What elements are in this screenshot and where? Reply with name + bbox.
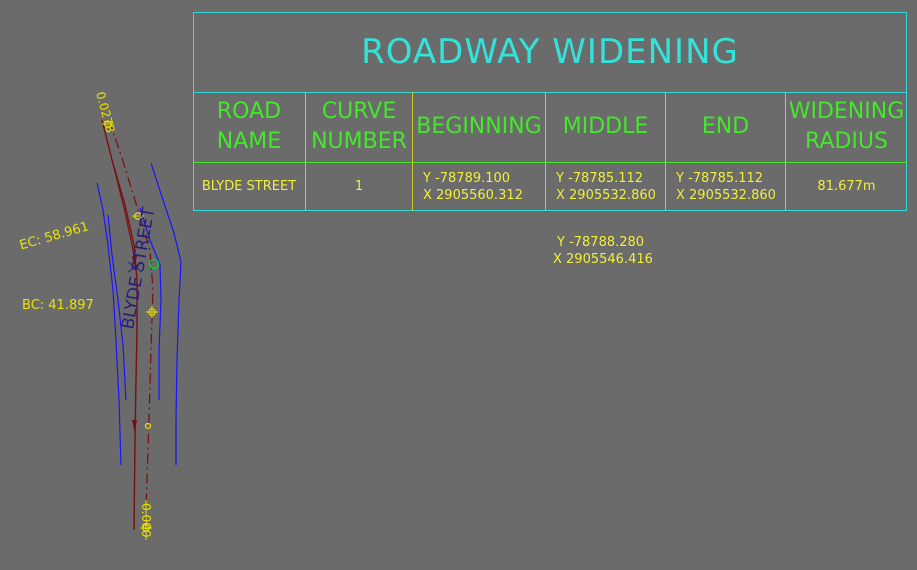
floating-x: X 2905546.416 <box>553 252 653 267</box>
bc-label: BC: 41.897 <box>22 298 94 313</box>
cell-middle: Y -78785.112 X 2905532.860 <box>546 162 665 211</box>
road-edge-left-inner <box>107 214 127 401</box>
header-beginning: BEGINNING <box>416 114 542 139</box>
floating-y: Y -78788.280 <box>557 235 645 250</box>
middle-y: Y -78785.112 <box>556 170 644 186</box>
header-road-name: ROAD NAME <box>216 99 282 154</box>
road-edge-right <box>150 162 182 465</box>
roadway-widening-table: ROADWAY WIDENING ROAD NAME CURVE NUMBER … <box>193 12 907 211</box>
beginning-y: Y -78789.100 <box>423 170 511 186</box>
cell-end: Y -78785.112 X 2905532.860 <box>666 162 785 211</box>
road-edge-left <box>96 182 122 466</box>
end-x: X 2905532.860 <box>676 187 776 203</box>
cell-beginning: Y -78789.100 X 2905560.312 <box>413 162 545 211</box>
header-middle: MIDDLE <box>562 114 649 139</box>
chainage-end-label: 0.0278 <box>93 90 117 134</box>
floating-coordinate-label: Y -78788.280 X 2905546.416 <box>553 234 653 268</box>
centerline-offset <box>108 119 154 531</box>
end-y: Y -78785.112 <box>676 170 764 186</box>
header-curve-number: CURVE NUMBER <box>311 99 407 154</box>
middle-x: X 2905532.860 <box>556 187 656 203</box>
road-edge-right-inner <box>139 207 162 400</box>
direction-arrow <box>132 256 137 266</box>
cell-road-name: BLYDE STREET <box>201 179 297 194</box>
cell-widening-radius: 81.677m <box>817 179 876 194</box>
curve-point-cross <box>127 261 143 273</box>
table-title: ROADWAY WIDENING <box>361 32 739 72</box>
cell-curve-number: 1 <box>354 179 364 194</box>
header-widening-radius: WIDENING RADIUS <box>788 99 905 154</box>
direction-arrow <box>132 420 137 432</box>
table-grid <box>193 12 907 211</box>
station-marker <box>144 422 152 430</box>
header-end: END <box>701 114 750 139</box>
chainage-start-label: 0.000 <box>139 503 153 537</box>
curve-point-icon <box>148 258 160 270</box>
beginning-x: X 2905560.312 <box>423 187 523 203</box>
centerline-branch <box>111 159 136 263</box>
